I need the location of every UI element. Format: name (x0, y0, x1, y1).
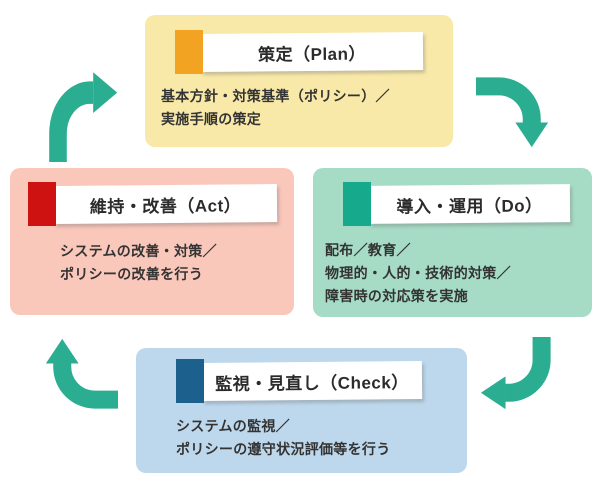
plan-title: 策定（Plan） (200, 32, 424, 72)
act-accent-square (28, 182, 56, 226)
plan-body-line: 実施手順の策定 (161, 111, 262, 127)
plan-description: 基本方針・対策基準（ポリシー）／ 実施手順の策定 (161, 85, 453, 131)
do-body-line: 配布／教育／ (325, 242, 411, 258)
plan-body-line: 基本方針・対策基準（ポリシー）／ (161, 88, 390, 104)
act-box: 維持・改善（Act） システムの改善・対策／ ポリシーの改善を行う (10, 168, 294, 315)
check-body-line: システムの監視／ (176, 418, 290, 434)
do-description: 配布／教育／ 物理的・人的・技術的対策／ 障害時の対応策を実施 (325, 239, 592, 308)
act-title: 維持・改善（Act） (53, 184, 278, 224)
act-body-line: システムの改善・対策／ (60, 243, 217, 259)
do-body-line: 物理的・人的・技術的対策／ (325, 265, 511, 281)
arrow-act-to-plan-icon (42, 60, 122, 162)
act-description: システムの改善・対策／ ポリシーの改善を行う (60, 240, 294, 286)
check-title-bar: 監視・見直し（Check） (176, 359, 423, 403)
check-description: システムの監視／ ポリシーの遵守状況評価等を行う (176, 415, 467, 461)
arrow-plan-to-do-icon (476, 70, 558, 152)
do-accent-square (343, 182, 371, 226)
plan-title-bar: 策定（Plan） (175, 30, 424, 74)
do-title: 導入・運用（Do） (368, 184, 571, 224)
check-title: 監視・見直し（Check） (201, 361, 423, 401)
check-body-line: ポリシーの遵守状況評価等を行う (176, 441, 391, 457)
do-box: 導入・運用（Do） 配布／教育／ 物理的・人的・技術的対策／ 障害時の対応策を実… (313, 168, 592, 317)
act-body-line: ポリシーの改善を行う (60, 266, 203, 282)
plan-box: 策定（Plan） 基本方針・対策基準（ポリシー）／ 実施手順の策定 (145, 15, 453, 147)
arrow-check-to-act-icon (36, 334, 118, 416)
do-title-bar: 導入・運用（Do） (343, 182, 571, 226)
act-title-bar: 維持・改善（Act） (28, 182, 278, 226)
plan-accent-square (175, 30, 203, 74)
do-body-line: 障害時の対応策を実施 (325, 288, 468, 304)
check-accent-square (176, 359, 204, 403)
arrow-do-to-check-icon (476, 337, 558, 419)
check-box: 監視・見直し（Check） システムの監視／ ポリシーの遵守状況評価等を行う (136, 348, 467, 473)
